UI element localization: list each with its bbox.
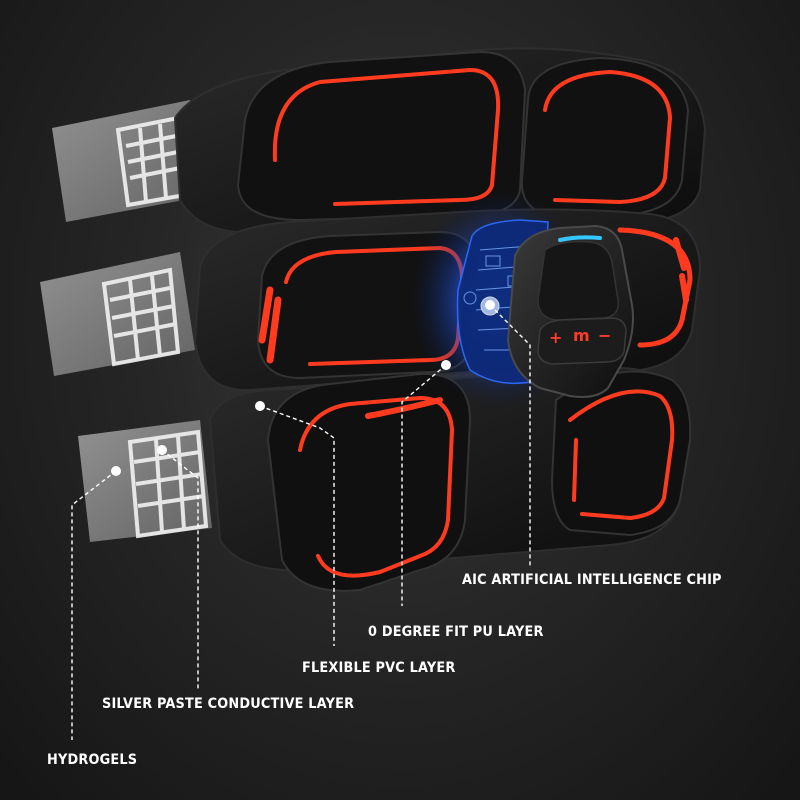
label-pu-layer: 0 DEGREE FIT PU LAYER [368,624,544,640]
callout-lines [71,304,531,740]
chip-leader [489,304,531,566]
hydrogel-leader [71,470,117,740]
label-chip: AIC ARTIFICIAL INTELLIGENCE CHIP [462,572,722,588]
label-pvc-layer: FLEXIBLE PVC LAYER [302,660,456,676]
hydrogel-sheet-bottom [78,420,212,542]
pu-leader [401,364,447,606]
silver-leader [161,449,199,690]
pad-layer-bottom [208,366,692,592]
label-silver-layer: SILVER PASTE CONDUCTIVE LAYER [102,696,355,712]
pvc-leader [259,405,335,646]
pad-layer-top [173,47,707,234]
controller-unit [506,224,634,398]
hydrogel-sheet-middle [40,252,195,376]
plus-icon: + [549,328,563,347]
mode-icon: m [573,326,590,345]
minus-icon: − [598,326,612,345]
label-hydrogels: HYDROGELS [47,752,138,768]
